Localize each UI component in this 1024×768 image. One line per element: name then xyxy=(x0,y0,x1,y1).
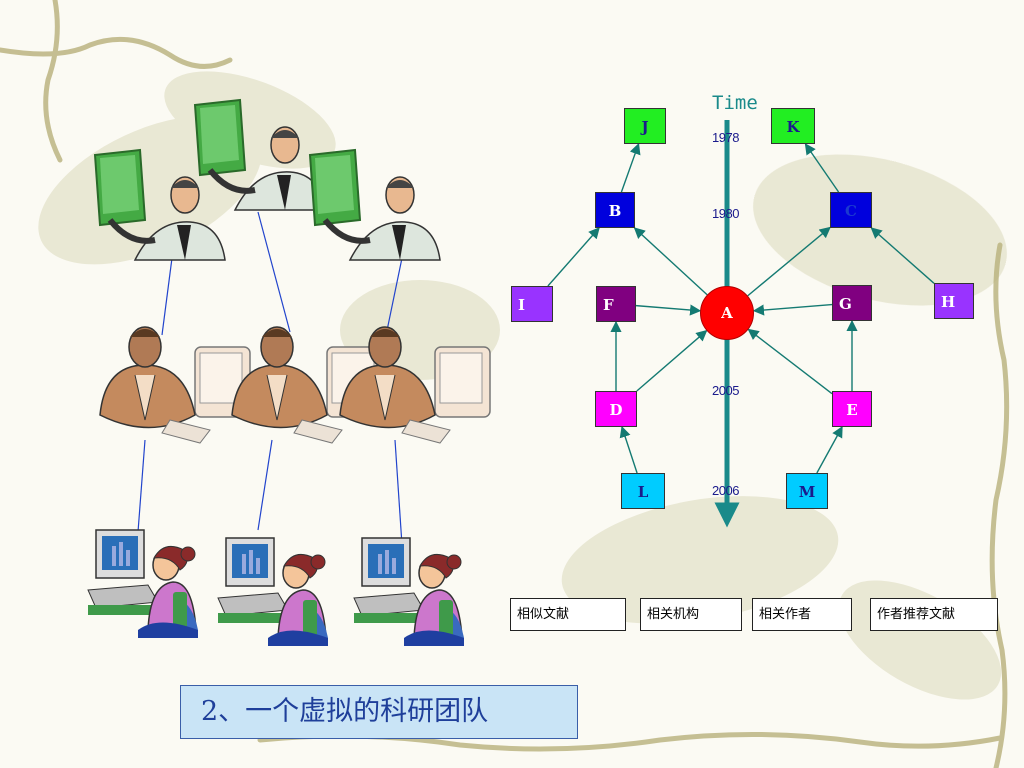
woman-at-computer-icon xyxy=(217,537,328,646)
node-m: M xyxy=(786,473,828,509)
edge-h-to-c xyxy=(870,227,935,284)
node-c: C xyxy=(830,192,872,228)
node-b: B xyxy=(595,192,635,228)
legend-similar-literature: 相似文献 xyxy=(510,598,626,631)
node-h: H xyxy=(934,283,974,319)
edge-f-to-a xyxy=(635,304,702,316)
presenter-with-board-icon xyxy=(93,148,226,261)
node-g: G xyxy=(832,285,872,321)
legend-author-recommended-literature: 作者推荐文献 xyxy=(870,598,998,631)
network-edges xyxy=(547,142,935,474)
node-d: D xyxy=(595,391,637,427)
edge-a-to-c xyxy=(747,226,831,297)
year-label: 2006 xyxy=(712,483,739,498)
node-e: E xyxy=(832,391,872,427)
year-label: 2005 xyxy=(712,383,739,398)
edge-e-to-a xyxy=(747,328,833,395)
edge-b-to-j xyxy=(620,142,641,193)
legend-related-authors: 相关作者 xyxy=(752,598,852,631)
presenter-with-board-icon xyxy=(308,148,441,261)
vine-top-left xyxy=(0,36,233,69)
node-l: L xyxy=(621,473,665,509)
year-label: 1980 xyxy=(712,206,739,221)
edge-d-to-a xyxy=(636,329,708,392)
edge-i-to-b xyxy=(547,227,600,287)
legend-related-institutions: 相关机构 xyxy=(640,598,742,631)
edge-l-to-d xyxy=(619,425,638,474)
edge-c-to-k xyxy=(804,143,840,193)
woman-at-computer-icon xyxy=(87,529,198,638)
node-j: J xyxy=(624,108,666,144)
vine-left-stem xyxy=(43,0,63,163)
node-f: F xyxy=(596,286,636,322)
edge-m-to-e xyxy=(816,426,843,474)
man-at-computer-icon xyxy=(339,326,491,444)
presenter-with-board-icon xyxy=(193,98,326,211)
vine-right xyxy=(989,242,1010,768)
node-k: K xyxy=(771,108,815,144)
woman-at-computer-icon xyxy=(353,537,464,646)
time-axis-label: Time xyxy=(712,92,758,114)
slide-caption: 2、一个虚拟的科研团队 xyxy=(180,685,578,739)
edge-a-to-b xyxy=(633,227,708,296)
year-label: 1978 xyxy=(712,130,739,145)
node-a-center: A xyxy=(700,286,754,340)
edge-g-to-a xyxy=(752,303,833,316)
team-connector-lines xyxy=(137,211,403,546)
node-i: I xyxy=(511,286,553,322)
